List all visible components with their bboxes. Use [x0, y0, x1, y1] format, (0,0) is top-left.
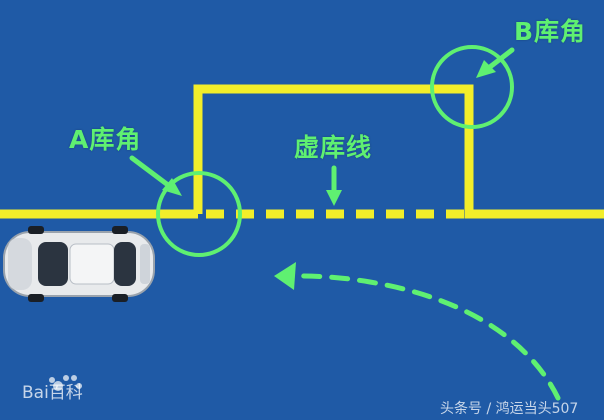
corner-b-circle: [430, 45, 514, 129]
reverse-path-arrow: [274, 262, 561, 401]
dashed-line-label: 虚库线: [294, 133, 373, 162]
corner-a-circle: [156, 171, 242, 257]
parking-lines: [0, 84, 604, 219]
toutiao-watermark: 头条号 / 鸿运当头507: [440, 401, 579, 417]
car-icon: [3, 226, 155, 302]
parking-bay-outline: [193, 84, 604, 219]
corner-b-label: B库角: [514, 17, 587, 46]
corner-a-arrow: [129, 155, 182, 196]
baidu-paw-icon: [49, 375, 82, 391]
baidu-watermark: Bai百科: [22, 383, 83, 403]
dashed-line-arrow: [326, 165, 342, 206]
corner-b-arrow: [476, 47, 515, 78]
corner-a-label: A库角: [69, 125, 142, 154]
